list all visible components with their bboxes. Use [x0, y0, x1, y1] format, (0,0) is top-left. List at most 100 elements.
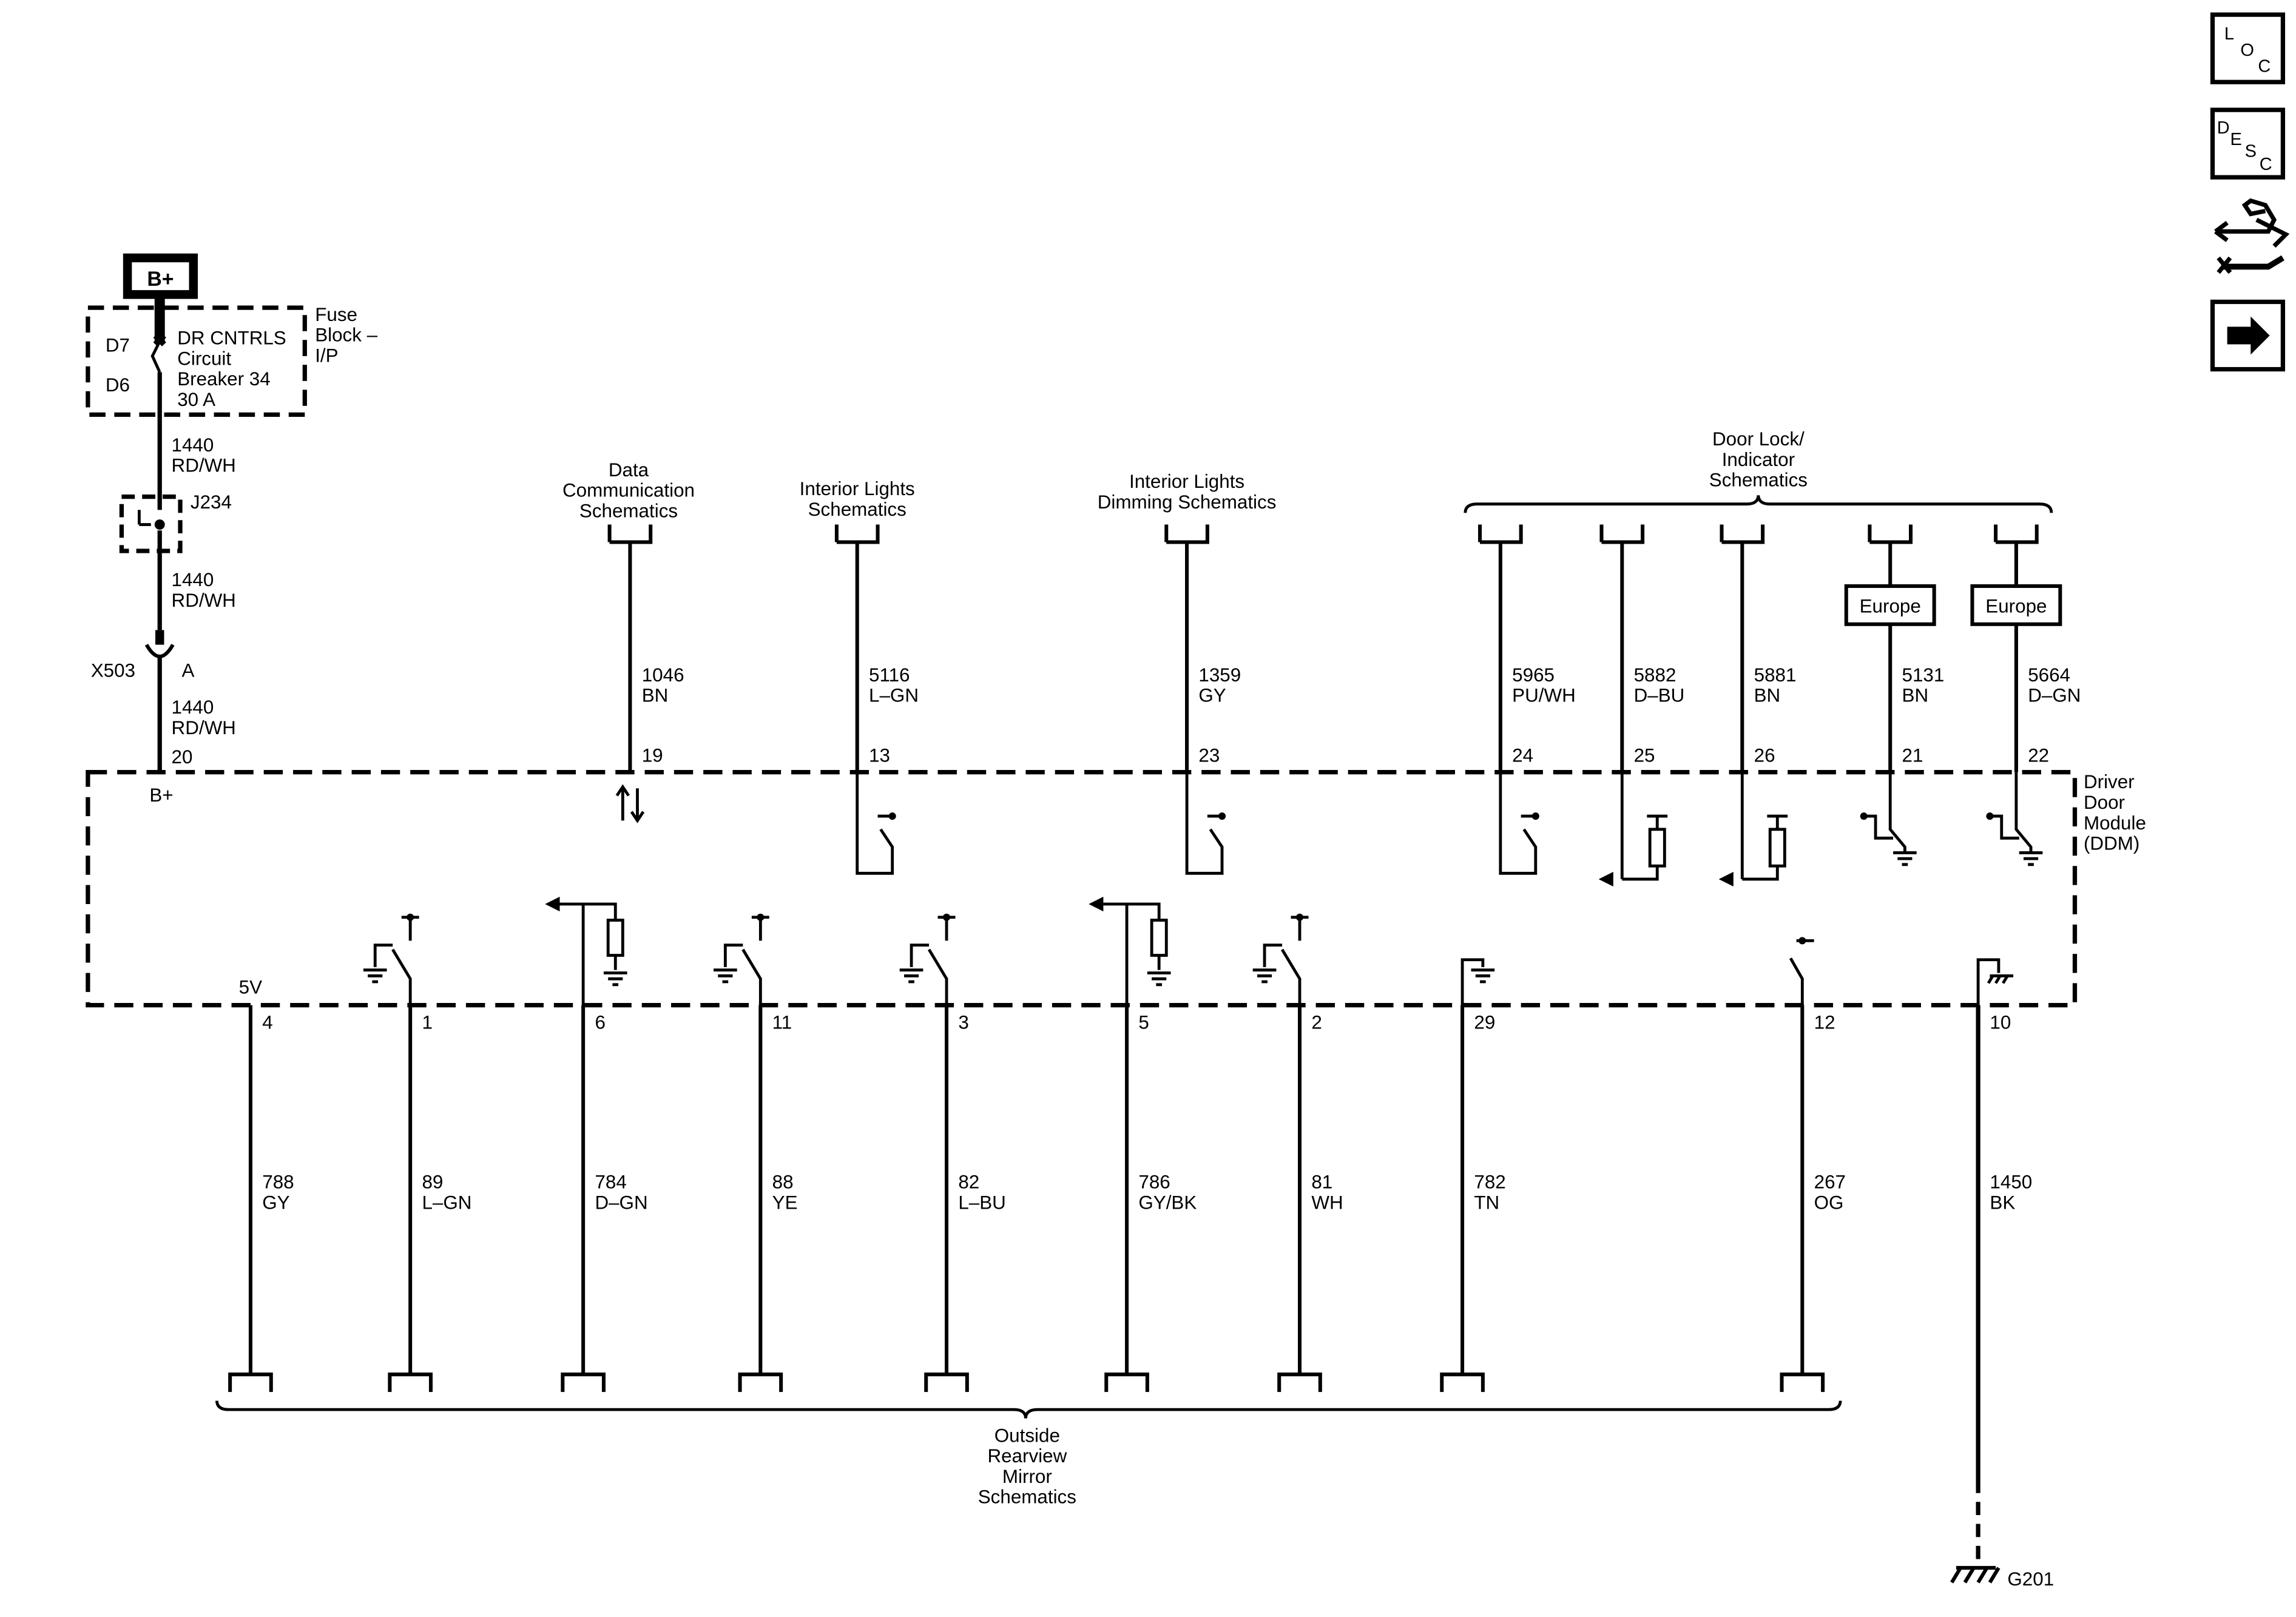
battery-power-label: B+ — [147, 268, 174, 291]
pin-number: 21 — [1902, 745, 1923, 766]
desc-letter-e: E — [2230, 130, 2241, 149]
pin-number: 13 — [869, 745, 890, 766]
pin-number: 25 — [1634, 745, 1655, 766]
pin-number: 10 — [1990, 1011, 2011, 1033]
circuit-color: BN — [642, 685, 669, 706]
breaker-line-3: Breaker 34 — [177, 368, 270, 390]
circuit-number: 5881 — [1754, 664, 1797, 686]
top-circuit-wires: 1046BN195116L–GN131359GY235965PU/WH24588… — [607, 524, 2081, 887]
pin-number: 23 — [1198, 745, 1220, 766]
breaker-line-4: 30 A — [177, 389, 215, 410]
wire-1440-color-c: RD/WH — [172, 717, 236, 738]
circuit-color: GY — [1198, 685, 1226, 706]
loc-letter-l: L — [2224, 24, 2234, 44]
fuse-block-title-3: I/P — [315, 345, 338, 366]
wire-1440-color-a: RD/WH — [172, 455, 236, 476]
splice-dot — [154, 519, 165, 530]
splice-label: J234 — [191, 491, 232, 513]
circuit-number: 1359 — [1198, 664, 1241, 686]
inline-connector-x503 — [144, 630, 175, 772]
group-dimming-2: Dimming Schematics — [1098, 491, 1277, 513]
module-bplus-label: B+ — [149, 785, 173, 806]
connector-pin: A — [181, 660, 194, 681]
nav-buttons: L O C D E S C — [2210, 12, 2290, 372]
ground-g201: G201 — [1950, 1005, 2054, 1590]
circuit-breaker-symbol — [150, 333, 166, 510]
connector-tool-icon[interactable] — [2214, 198, 2290, 274]
group-int-lights-2: Schematics — [808, 499, 907, 520]
circuit-color: L–GN — [422, 1192, 471, 1213]
circuit-color: WH — [1311, 1192, 1343, 1213]
group-data-comm-3: Schematics — [579, 500, 678, 521]
supply-5v-label: 5V — [239, 976, 262, 998]
group-mirror-1: Outside — [994, 1425, 1060, 1446]
option-box — [1970, 584, 2062, 626]
circuit-color: TN — [1474, 1192, 1499, 1213]
circuit-number: 5664 — [2028, 664, 2070, 686]
option-label: Europe — [1860, 595, 1921, 616]
circuit-number: 788 — [262, 1171, 294, 1192]
circuit-color: PU/WH — [1512, 685, 1576, 706]
pin-number: 6 — [595, 1011, 605, 1033]
pin-number: 2 — [1311, 1011, 1322, 1033]
circuit-color: D–BU — [1634, 685, 1685, 706]
door-lock-bracket — [1464, 495, 2053, 513]
circuit-number: 1046 — [642, 664, 684, 686]
circuit-number: 81 — [1311, 1171, 1332, 1192]
circuit-number: 82 — [958, 1171, 979, 1192]
desc-letter-s: S — [2245, 141, 2257, 161]
fuse-pin-in: D7 — [106, 335, 130, 356]
description-button[interactable]: D E S C — [2210, 107, 2286, 180]
ground-label: G201 — [2007, 1568, 2054, 1590]
circuit-color: GY — [262, 1192, 289, 1213]
circuit-color: BN — [1902, 685, 1929, 706]
circuit-color: L–BU — [958, 1192, 1005, 1213]
pin-number: 12 — [1814, 1011, 1835, 1033]
circuit-number: 5965 — [1512, 664, 1555, 686]
circuit-color: OG — [1814, 1192, 1844, 1213]
pin-number: 4 — [262, 1011, 272, 1033]
circuit-number: 1450 — [1990, 1171, 2032, 1192]
top-group-labels: Data Communication Schematics Interior L… — [562, 428, 2053, 521]
circuit-number: 89 — [422, 1171, 443, 1192]
module-bplus-pin: 20 — [172, 746, 193, 768]
circuit-number: 5882 — [1634, 664, 1676, 686]
arrow-right-icon[interactable] — [2210, 299, 2286, 372]
desc-letter-d: D — [2217, 118, 2230, 138]
power-feed: B+ Fuse Block – I/P D7 D6 DR CNTRLS Circ… — [86, 253, 378, 806]
location-button[interactable]: L O C — [2210, 12, 2286, 84]
pin-number: 24 — [1512, 745, 1533, 766]
pin-number: 11 — [772, 1011, 792, 1033]
circuit-color: L–GN — [869, 685, 919, 706]
circuit-number: 267 — [1814, 1171, 1846, 1192]
loc-letter-o: O — [2240, 41, 2254, 60]
pin-number: 5 — [1138, 1011, 1149, 1033]
loc-letter-c: C — [2258, 56, 2271, 76]
group-dimming-1: Interior Lights — [1129, 471, 1244, 492]
module-name-3: Module — [2084, 812, 2146, 834]
mirror-bracket — [215, 1400, 1842, 1419]
driver-door-module: Driver Door Module (DDM) — [86, 770, 2146, 1008]
circuit-number: 784 — [595, 1171, 626, 1192]
breaker-line-1: DR CNTRLS — [177, 328, 286, 349]
fuse-pin-out: D6 — [106, 374, 130, 396]
group-door-lock-2: Indicator — [1722, 449, 1795, 470]
wire-1440-circuit-c: 1440 — [172, 697, 214, 718]
pin-number: 3 — [958, 1011, 968, 1033]
group-mirror-3: Mirror — [1002, 1466, 1052, 1487]
fuse-block-title-2: Block – — [315, 325, 377, 346]
